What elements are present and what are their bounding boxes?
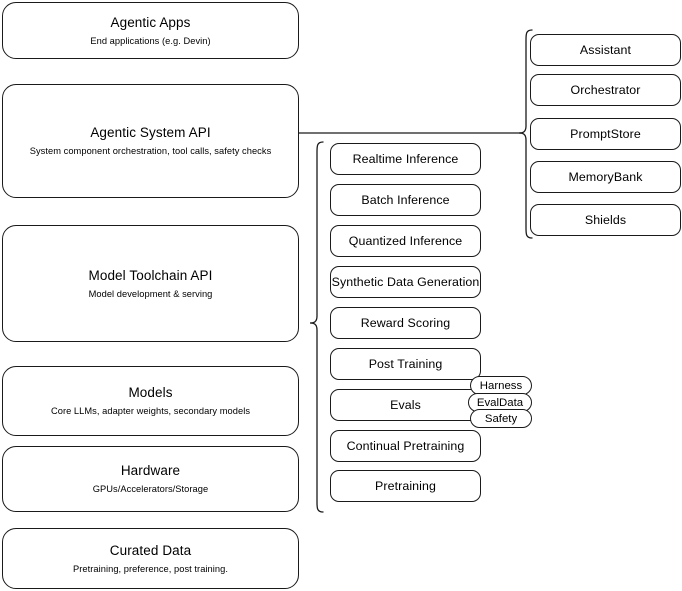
chip-evals[interactable]: Evals	[330, 389, 481, 421]
chip-label: Evals	[390, 398, 421, 412]
layer-title: Hardware	[120, 463, 181, 479]
pill-label: Safety	[484, 412, 518, 425]
layer-box-model-toolchain-api[interactable]: Model Toolchain API Model development & …	[2, 225, 299, 342]
chip-label: Batch Inference	[361, 193, 450, 207]
brace-toolchain-capabilities	[299, 140, 325, 514]
layer-subtitle: Core LLMs, adapter weights, secondary mo…	[50, 406, 251, 417]
layer-box-hardware[interactable]: Hardware GPUs/Accelerators/Storage	[2, 446, 299, 512]
layer-title: Models	[128, 385, 173, 401]
chip-orchestrator[interactable]: Orchestrator	[530, 74, 681, 106]
chip-label: Pretraining	[374, 479, 437, 493]
chip-continual-pretraining[interactable]: Continual Pretraining	[330, 430, 481, 462]
pill-safety[interactable]: Safety	[470, 409, 532, 428]
layer-title: Agentic System API	[90, 125, 211, 141]
chip-label: Continual Pretraining	[346, 439, 465, 453]
chip-reward-scoring[interactable]: Reward Scoring	[330, 307, 481, 339]
layer-box-agentic-system-api[interactable]: Agentic System API System component orch…	[2, 84, 299, 198]
layer-subtitle: System component orchestration, tool cal…	[29, 146, 272, 157]
layer-title: Agentic Apps	[110, 14, 191, 30]
chip-batch-inference[interactable]: Batch Inference	[330, 184, 481, 216]
chip-promptstore[interactable]: PromptStore	[530, 118, 681, 150]
layer-subtitle: Pretraining, preference, post training.	[73, 563, 228, 574]
layer-title: Model Toolchain API	[88, 267, 213, 283]
pill-label: Harness	[479, 379, 523, 392]
pill-evaldata[interactable]: EvalData	[468, 393, 532, 412]
layer-subtitle: Model development & serving	[88, 288, 213, 299]
chip-shields[interactable]: Shields	[530, 204, 681, 236]
layer-box-curated-data[interactable]: Curated Data Pretraining, preference, po…	[2, 528, 299, 589]
chip-pretraining[interactable]: Pretraining	[330, 470, 481, 502]
chip-label: Quantized Inference	[348, 234, 463, 248]
chip-label: MemoryBank	[568, 170, 643, 184]
brace-agentic-system-components	[512, 28, 534, 240]
chip-label: Reward Scoring	[360, 316, 451, 330]
layer-box-agentic-apps[interactable]: Agentic Apps End applications (e.g. Devi…	[2, 2, 299, 59]
chip-assistant[interactable]: Assistant	[530, 34, 681, 66]
chip-synthetic-data-generation[interactable]: Synthetic Data Generation	[330, 266, 481, 298]
chip-memorybank[interactable]: MemoryBank	[530, 161, 681, 193]
chip-label: Post Training	[368, 357, 443, 371]
layer-subtitle: End applications (e.g. Devin)	[90, 35, 211, 46]
layer-subtitle: GPUs/Accelerators/Storage	[92, 484, 209, 495]
layer-title: Curated Data	[109, 542, 192, 558]
chip-label: Synthetic Data Generation	[331, 275, 480, 289]
chip-quantized-inference[interactable]: Quantized Inference	[330, 225, 481, 257]
pill-label: EvalData	[476, 396, 524, 409]
chip-realtime-inference[interactable]: Realtime Inference	[330, 143, 481, 175]
chip-post-training[interactable]: Post Training	[330, 348, 481, 380]
connector-agentic-system-to-components	[299, 126, 521, 140]
chip-label: Assistant	[579, 43, 632, 57]
layer-box-models[interactable]: Models Core LLMs, adapter weights, secon…	[2, 366, 299, 436]
chip-label: Shields	[584, 213, 627, 227]
chip-label: PromptStore	[570, 127, 641, 141]
chip-label: Realtime Inference	[352, 152, 459, 166]
chip-label: Orchestrator	[570, 83, 641, 97]
